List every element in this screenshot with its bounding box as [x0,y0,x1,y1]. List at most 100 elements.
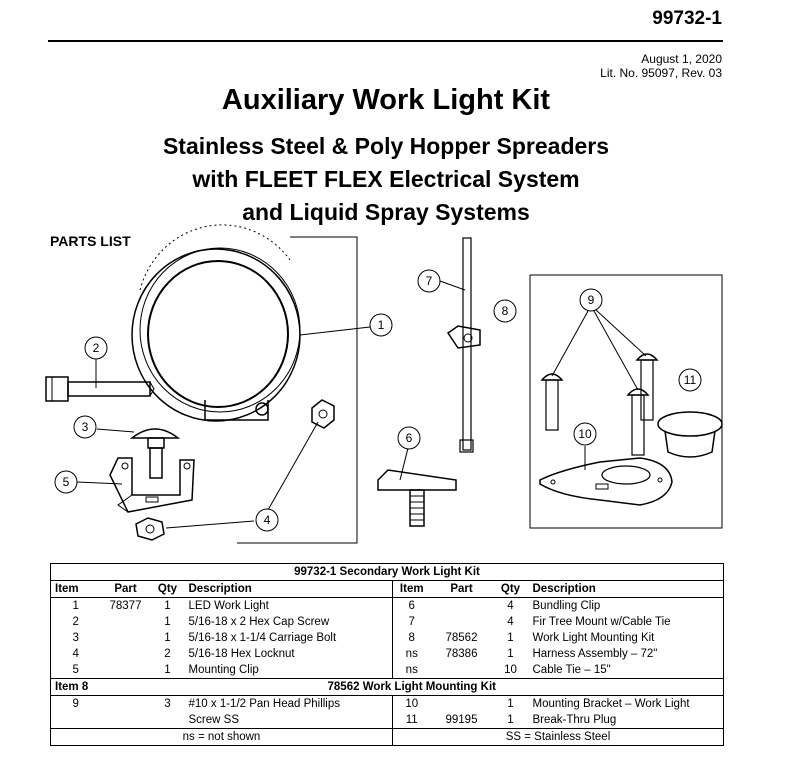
header-rule [48,40,723,42]
document-date: August 1, 2020 [641,52,722,66]
cell-qty: 3 [164,698,171,710]
cell-description: Bundling Clip [532,600,601,612]
table-row: 5 1 Mounting Clip ns 10 Cable Tie – 15" [51,662,724,679]
document-number: 99732-1 [652,8,722,29]
cell-item: 9 [72,698,79,710]
bundling-clip-drawing [377,469,457,527]
callout-11-label: 11 [684,373,697,387]
callout-leader-lines [76,280,647,529]
subtitle-line-3: and Liquid Spray Systems [242,199,530,225]
break-thru-plug-drawing [657,411,723,458]
table-row: 1 78377 1 LED Work Light 6 4 Bundling Cl… [50,597,724,614]
mounting-clip-drawing [109,457,195,513]
cell-description: 5/16-18 x 2 Hex Cap Screw [188,616,330,628]
literature-number: Lit. No. 95097, Rev. 03 [600,66,722,80]
cell-qty: 1 [507,698,514,710]
cell-part: 78562 [445,632,478,644]
subtitle-line-1: Stainless Steel & Poly Hopper Spreaders [162,133,610,159]
callout-10-circle [573,422,597,446]
cell-part [431,614,493,630]
column-header: Qty [500,583,521,595]
callout-4-circle [255,508,279,532]
cell-item: ns [392,662,431,679]
footnote-stainless: SS = Stainless Steel [391,728,724,746]
carriage-bolt-drawing [129,428,181,479]
cell-item: 1 [72,600,79,612]
column-header: Part [450,583,473,595]
mounting-bracket-drawing [539,457,673,506]
callout-circles [54,269,702,532]
cell-part [431,662,493,679]
callout-8-label: 8 [502,304,509,318]
callout-7-circle [417,269,441,293]
callout-6-circle [397,426,421,450]
cell-description: #10 x 1-1/2 Pan Head Phillips [188,698,341,710]
cell-description: Break-Thru Plug [532,714,617,726]
cell-item: 11 [392,712,431,729]
cell-description: 5/16-18 Hex Locknut [188,648,295,660]
cell-qty: 1 [507,648,514,660]
callout-6-label: 6 [406,431,413,445]
parts-list-heading: PARTS LIST [50,233,131,249]
cell-part [431,696,493,713]
cell-description: Mounting Bracket – Work Light [532,698,690,710]
cell-qty: 2 [164,648,171,660]
cell-description: 5/16-18 x 1-1/4 Carriage Bolt [188,632,337,644]
cell-qty: 10 [504,664,517,676]
pan-head-screws-drawing [540,353,659,456]
subkit-title: 78562 Work Light Mounting Kit [327,681,496,693]
cell-part [101,696,151,713]
cell-description: Fir Tree Mount w/Cable Tie [532,616,671,628]
cell-item: 4 [72,648,79,660]
cell-qty: 1 [507,632,514,644]
callout-9-label: 9 [588,293,595,307]
fir-tree-mount-drawing [446,237,481,453]
callout-2-label: 2 [93,341,100,355]
table-row: 4 2 5/16-18 Hex Locknut ns 78386 1 Harne… [51,646,724,662]
hex-cap-screw-drawing [45,376,155,402]
cell-part: 78386 [445,648,478,660]
column-header: Qty [157,583,178,595]
callout-labels: 1 2 3 4 5 6 7 8 9 10 11 [63,274,697,527]
cell-item: 6 [392,597,431,614]
column-header: Item [55,583,79,595]
table-row: 9 3 #10 x 1-1/2 Pan Head Phillips 10 1 M… [50,695,724,713]
cell-qty: 4 [507,616,514,628]
column-header: Part [114,583,137,595]
cell-description: Work Light Mounting Kit [532,632,655,644]
hex-locknut-drawing [135,399,335,541]
cell-item: 8 [392,630,431,646]
cell-item: ns [392,646,431,662]
item-1-bracket-line [237,236,358,544]
parts-illustration: 1 2 3 4 5 6 7 8 9 10 11 [45,224,723,544]
cell-description: Mounting Clip [188,664,259,676]
column-header: Description [188,583,252,595]
page-title: Auxiliary Work Light Kit [221,84,551,116]
callout-2-circle [84,336,108,360]
cell-description: Harness Assembly – 72" [532,648,658,660]
callout-1-circle [369,313,393,337]
table-row: 3 1 5/16-18 x 1-1/4 Carriage Bolt 8 7856… [51,630,724,646]
cell-part: 78377 [109,600,142,612]
subtitle-line-2: with FLEET FLEX Electrical System [192,166,580,192]
cell-item [51,712,101,729]
callout-9-circle [579,288,603,312]
table-title-row: 99732-1 Secondary Work Light Kit [50,563,724,581]
cell-part [101,646,151,662]
column-header: Description [532,583,596,595]
cell-qty: 1 [164,616,171,628]
parts-table: 99732-1 Secondary Work Light Kit Item Pa… [50,563,725,746]
cell-item: 5 [72,664,79,676]
table-header-row: Item Part Qty Description Item Part Qty … [50,580,724,598]
cell-item: 7 [392,614,431,630]
cell-qty: 1 [164,664,171,676]
subkit-header-row: Item 8 78562 Work Light Mounting Kit [50,678,724,696]
footnote-not-shown: ns = not shown [182,731,261,743]
callout-3-label: 3 [82,420,89,434]
cell-item: 3 [72,632,79,644]
cell-part [101,712,151,729]
callout-8-circle [493,299,517,323]
callout-4-label: 4 [264,513,271,527]
table-footer-row: ns = not shown SS = Stainless Steel [50,728,724,746]
cell-item: 10 [392,695,431,712]
